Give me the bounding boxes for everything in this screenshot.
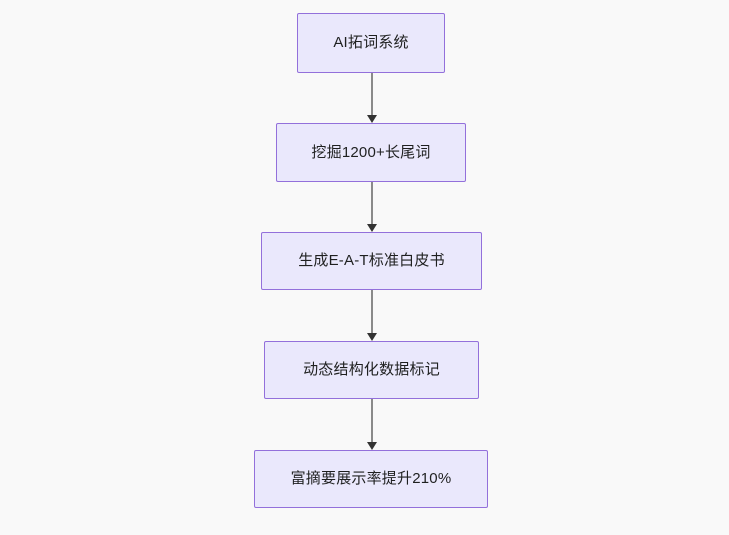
flow-node-label: 生成E-A-T标准白皮书	[298, 252, 445, 269]
flow-node-label: 动态结构化数据标记	[303, 361, 440, 378]
arrowhead-icon	[367, 333, 377, 341]
arrowhead-icon	[367, 224, 377, 232]
flow-node-dynamic-structured-data-markup[interactable]: 动态结构化数据标记	[264, 341, 479, 399]
flow-node-label: AI拓词系统	[333, 34, 409, 51]
flow-node-generate-eat-whitepaper[interactable]: 生成E-A-T标准白皮书	[261, 232, 482, 290]
edge-line	[371, 399, 373, 443]
flow-node-label: 挖掘1200+长尾词	[311, 143, 431, 161]
flow-node-label: 富摘要展示率提升210%	[290, 470, 452, 487]
flow-node-rich-snippet-impression-uplift[interactable]: 富摘要展示率提升210%	[254, 450, 488, 508]
arrowhead-icon	[367, 442, 377, 450]
flow-node-ai-keyword-system[interactable]: AI拓词系统	[297, 13, 445, 73]
arrowhead-icon	[367, 115, 377, 123]
edge-line	[371, 290, 373, 334]
edge-line	[371, 182, 373, 225]
flow-node-mine-longtail-keywords[interactable]: 挖掘1200+长尾词	[276, 123, 466, 182]
edge-line	[371, 73, 373, 116]
